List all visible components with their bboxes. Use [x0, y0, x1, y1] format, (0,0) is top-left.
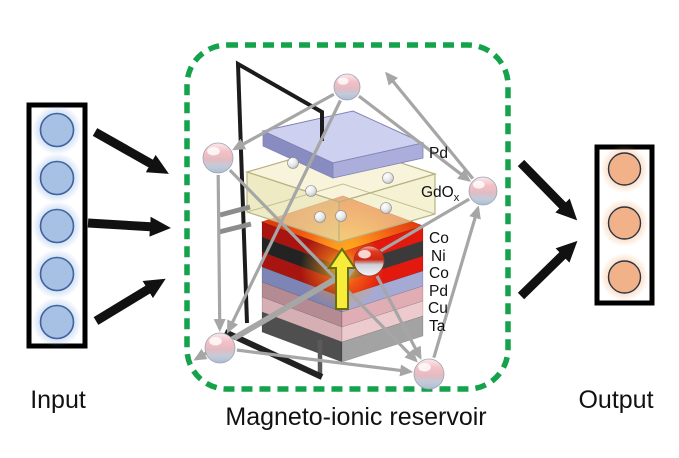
input-panel	[26, 102, 88, 349]
reservoir-edge	[193, 197, 471, 361]
layer-label: Pd	[429, 283, 448, 300]
reservoir-edge	[213, 174, 226, 333]
oxygen-ion	[380, 202, 392, 214]
magnetic-domain-node	[353, 245, 385, 277]
input-label: Input	[30, 386, 86, 414]
reservoir-edge	[236, 348, 414, 377]
output-arrow-group	[517, 159, 578, 300]
reservoir-edge-group	[193, 71, 481, 377]
input-arrow	[93, 278, 166, 325]
layer-label: Cu	[428, 300, 448, 317]
oxygen-ion	[287, 157, 299, 169]
layer-label-pd-top: Pd	[429, 145, 448, 162]
magnetization-arrow	[327, 247, 357, 310]
input-node	[39, 304, 75, 340]
gdox-subscript: x	[453, 192, 460, 205]
output-arrow	[517, 159, 578, 221]
oxygen-ion	[335, 210, 347, 222]
reservoir-edge	[228, 169, 418, 363]
reservoir-edge	[357, 94, 472, 182]
input-node	[39, 160, 75, 196]
output-label: Output	[578, 386, 654, 414]
reservoir-edge	[385, 71, 475, 180]
reservoir-edge	[375, 275, 422, 360]
node-highlight	[418, 363, 431, 372]
node-highlight	[472, 180, 485, 189]
node-highlight	[209, 337, 222, 346]
capacitor-plate	[218, 221, 252, 235]
capacitor-plate	[219, 204, 251, 218]
input-arrow	[87, 216, 171, 237]
reservoir-node	[204, 332, 236, 364]
node-highlight	[207, 147, 220, 156]
gdox-base: GdO	[421, 184, 454, 201]
reservoir-edge	[432, 205, 481, 359]
oxygen-ion	[314, 211, 326, 223]
output-node	[607, 260, 642, 294]
input-node-group	[32, 105, 82, 347]
pd-right-face	[332, 142, 424, 179]
output-node	[607, 152, 642, 186]
input-node	[39, 256, 75, 292]
gdox-back-edge	[246, 183, 436, 215]
input-node	[39, 112, 75, 148]
node-highlight	[337, 77, 349, 85]
reservoir-node	[333, 73, 361, 101]
oxygen-ion	[382, 172, 394, 184]
oxygen-ion-group	[287, 157, 394, 223]
reservoir-label: Magneto-ionic reservoir	[225, 403, 487, 431]
node-highlight	[358, 250, 371, 259]
reservoir-node	[202, 142, 234, 174]
input-arrow-group	[87, 128, 171, 325]
reservoir-edge	[226, 99, 342, 334]
output-arrow	[517, 240, 578, 300]
reservoir-edge	[232, 92, 335, 151]
layer-label: Ta	[429, 318, 446, 335]
layer-label-gdox: GdOx	[421, 185, 459, 206]
reservoir-edge	[233, 269, 356, 341]
layer-label: Co	[429, 265, 449, 282]
reservoir-boundary	[184, 42, 511, 392]
input-arrow	[92, 128, 169, 174]
output-panel	[594, 144, 655, 306]
circuit-wire-top	[235, 60, 324, 324]
output-node-group	[600, 145, 649, 301]
output-node	[607, 206, 642, 240]
layer-label: Co	[429, 230, 449, 247]
reservoir-node	[413, 358, 445, 390]
reservoir-node-group	[202, 73, 498, 390]
layer-label: Ni	[431, 248, 446, 265]
reservoir-node	[468, 176, 498, 206]
oxygen-ion	[305, 185, 317, 197]
input-node	[39, 208, 75, 244]
